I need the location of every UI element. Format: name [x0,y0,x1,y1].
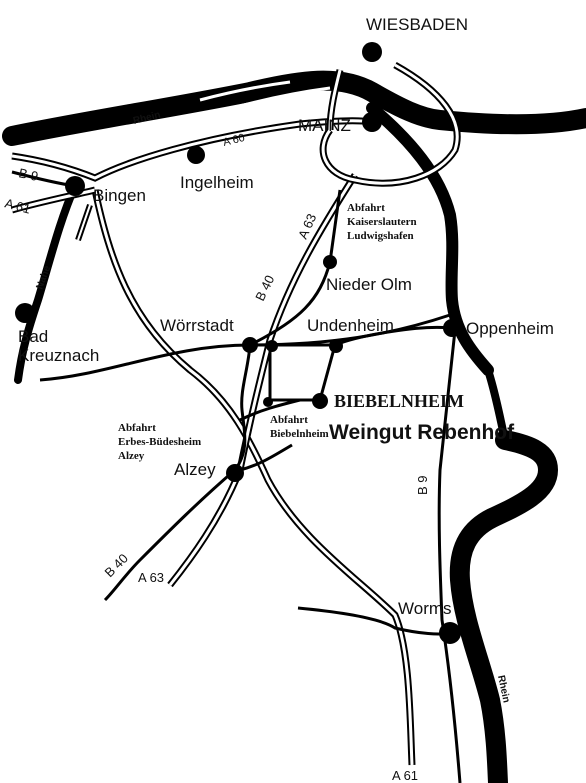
label-alzey: Alzey [174,460,216,479]
label-b40-north: B 40 [252,273,277,304]
label-ingelheim: Ingelheim [180,173,254,192]
exit-alz-line2: Erbes-Büdesheim [118,436,201,448]
motorway-a61 [11,186,416,766]
exit-alz-line3: Alzey [118,450,145,462]
label-nahe: Nahe [34,264,53,291]
label-bingen: Bingen [93,186,146,205]
label-undenheim: Undenheim [307,316,394,335]
label-a63-south: A 63 [138,570,164,585]
undenheim-dot [329,339,343,353]
woerrstadt-dot [242,337,258,353]
nahe-river [14,182,79,384]
label-a61-west: A 61 [3,195,32,216]
river-islands [199,80,331,108]
mainz-ring [319,61,461,187]
exit-kl-line1: Abfahrt [347,202,385,214]
rhein-river-channel [366,102,494,376]
wiesbaden-dot [362,42,382,62]
mainz-dot [362,112,382,132]
label-mainz: MAINZ [298,116,351,135]
label-biebelnheim: BIEBELNHEIM [334,391,464,411]
label-b9-south: B 9 [415,475,430,495]
bad-kreuznach-dot [15,303,35,323]
label-bad: Bad [18,327,48,346]
bingen-dot [65,176,85,196]
label-worms: Worms [398,599,452,618]
ingelheim-dot [187,146,205,164]
label-kreuznach: Kreuznach [18,346,99,365]
worms-dot [439,622,461,644]
exit-alz-line1: Abfahrt [118,422,156,434]
local-roads [11,170,462,783]
exit-kl-line2: Kaiserslautern [347,216,417,228]
exit-kl-line3: Ludwigshafen [347,230,414,242]
label-nieder-olm: Nieder Olm [326,275,412,294]
oppenheim-dot [443,319,461,337]
label-a61-south: A 61 [392,768,418,783]
label-a60: A 60 [222,132,246,149]
label-b9-north: B 9 [17,165,39,184]
nieder-olm-dot [323,255,337,269]
junction-dot [266,340,278,352]
rhein-river-south [449,430,559,783]
rhein-river-north [2,70,586,146]
exit-bieb-line1: Abfahrt [270,414,308,426]
biebelnheim-exit-dot [263,397,273,407]
label-winery: Weingut Rebenhof [329,421,515,444]
label-oppenheim: Oppenheim [466,319,554,338]
biebelnheim-dot [312,393,328,409]
alzey-dot [226,464,244,482]
motorway-a63 [167,173,358,588]
label-wiesbaden: WIESBADEN [366,15,468,34]
motorway-a60 [11,117,373,182]
rhein-river-connector [484,368,509,441]
exit-bieb-line2: Biebelnheim [270,428,329,440]
rail-line-inner [77,204,91,241]
label-woerrstadt: Wörrstadt [160,316,234,335]
